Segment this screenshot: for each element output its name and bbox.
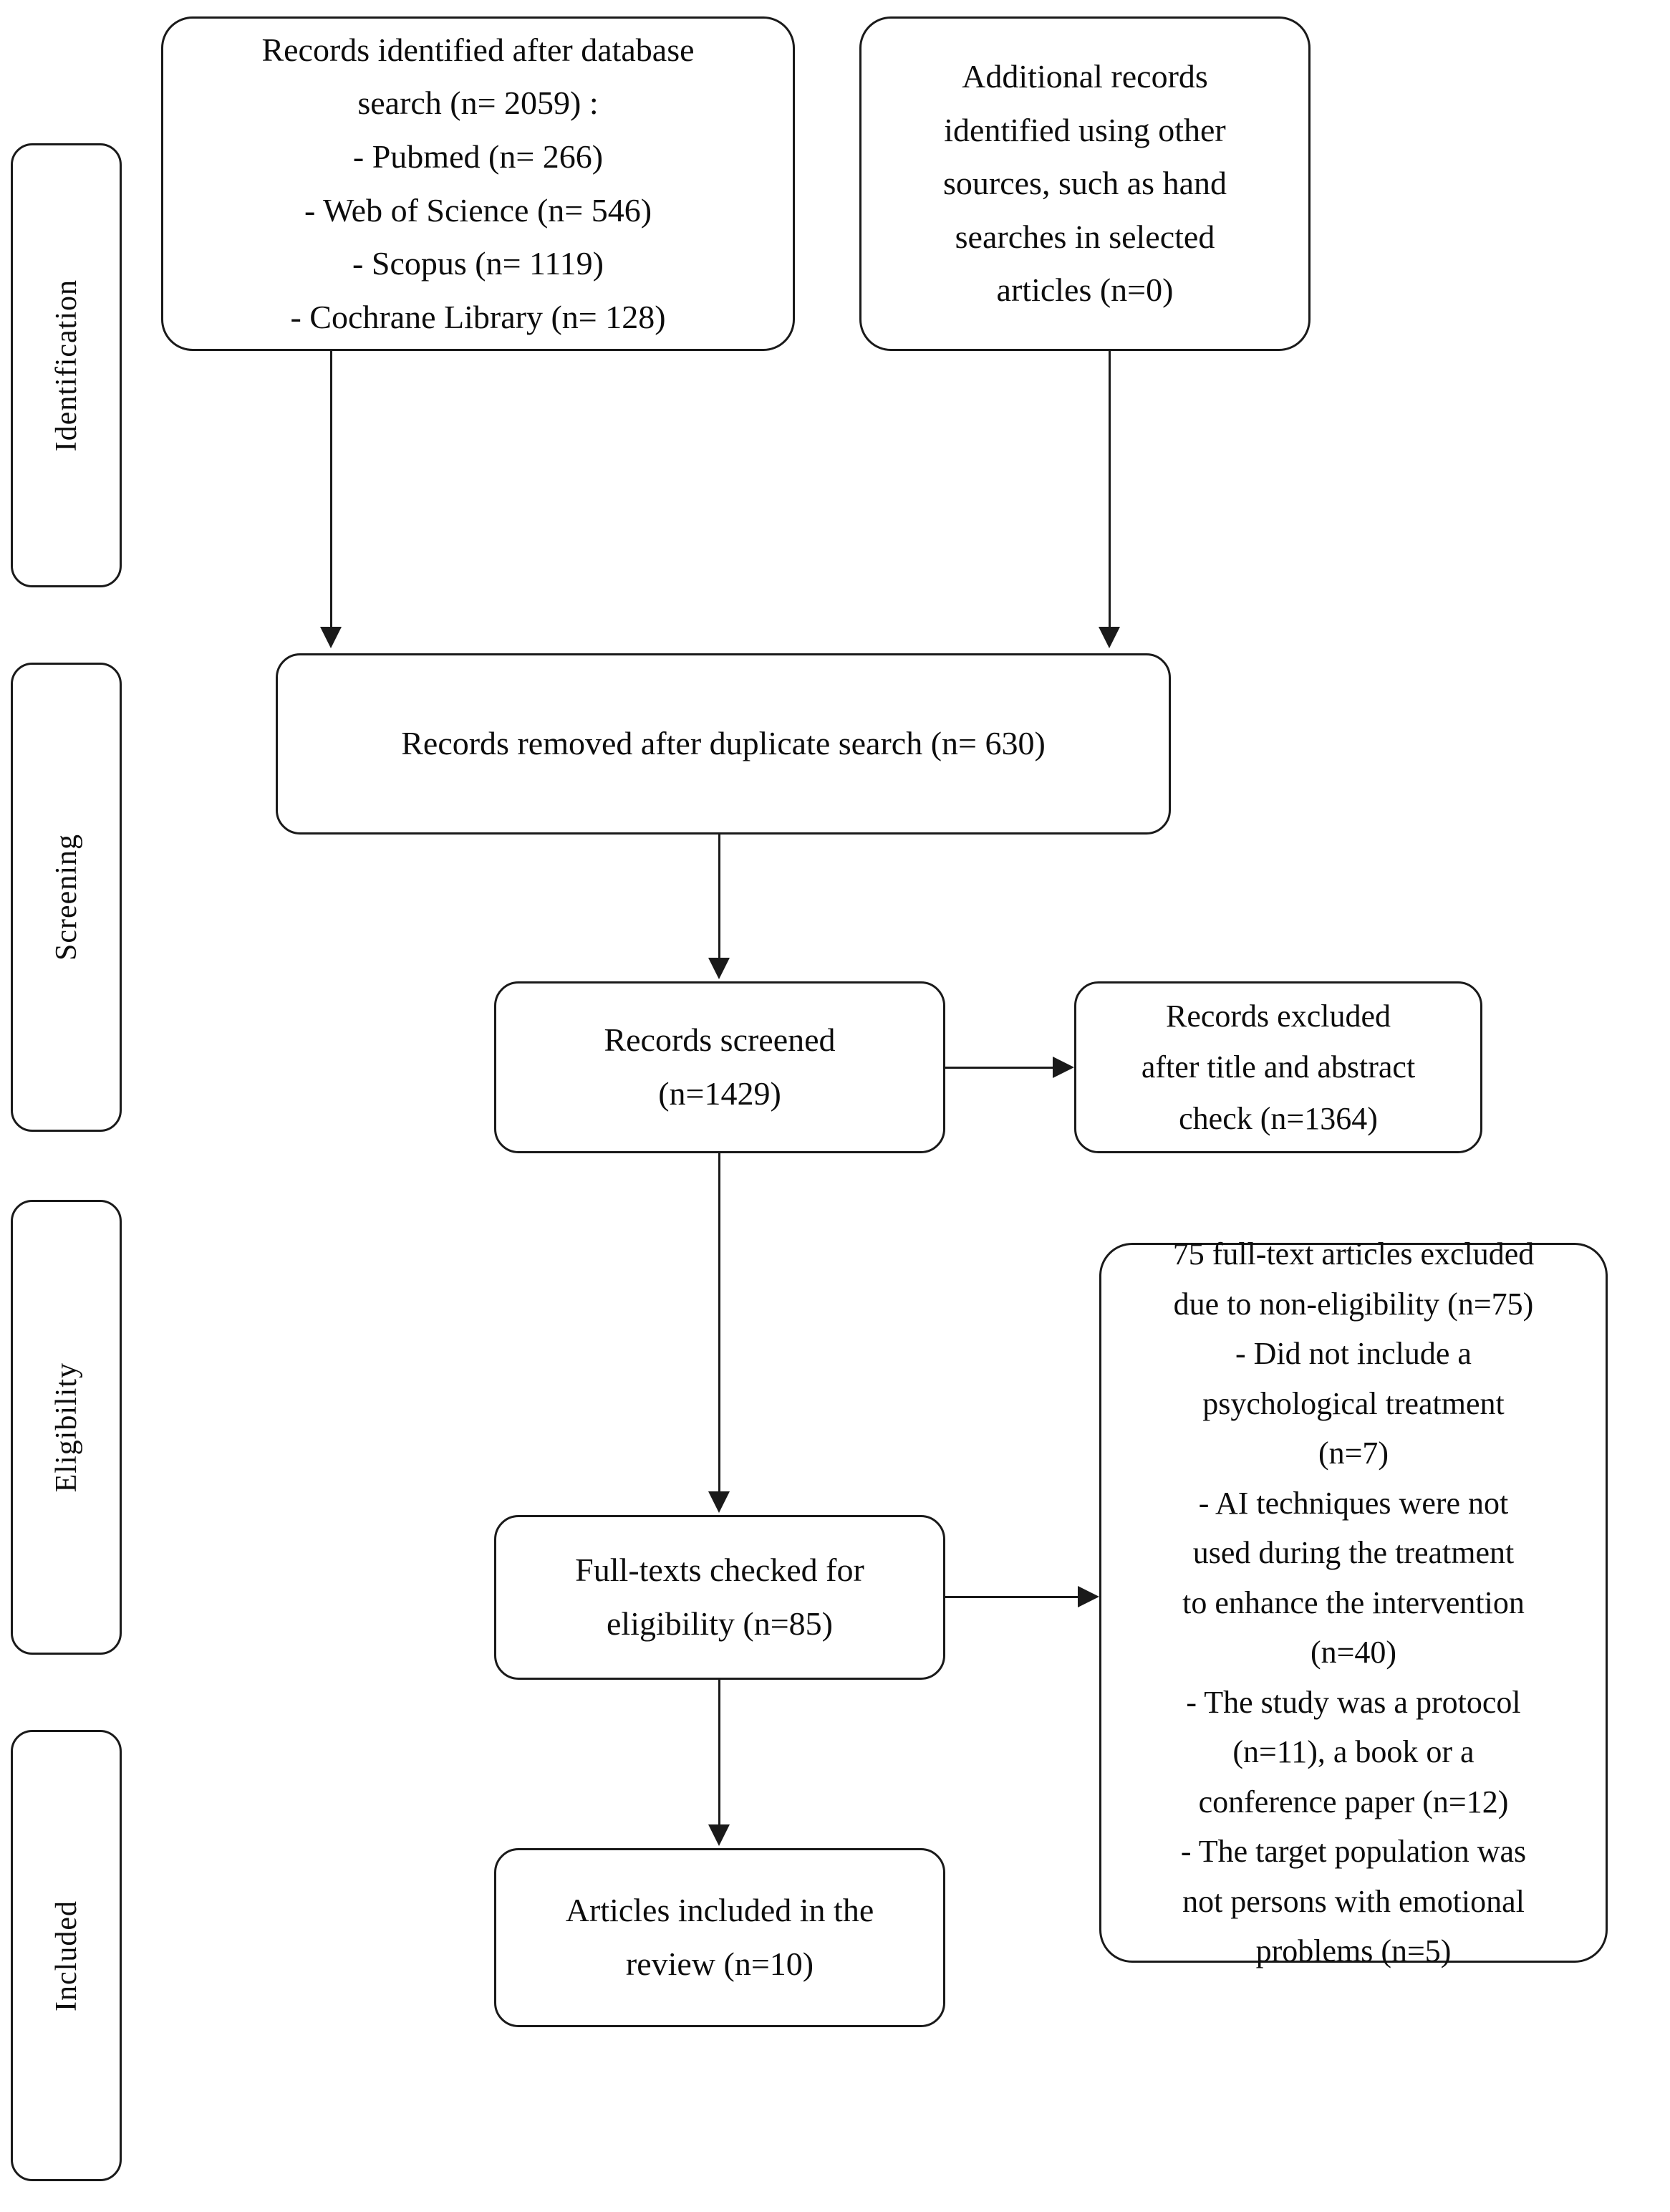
connector-screened-to-fulltext [718,1153,720,1491]
stage-label-included: Included [49,1900,83,2011]
node-records-excluded-title-abstract-text: Records excluded after title and abstrac… [1141,999,1416,1136]
node-articles-included: Articles included in the review (n=10) [494,1848,945,2027]
arrowhead-additional-to-duplicates [1099,627,1120,648]
node-records-screened: Records screened (n=1429) [494,981,945,1153]
node-records-removed-duplicates: Records removed after duplicate search (… [276,653,1171,835]
node-fulltext-articles-excluded: 75 full-text articles excluded due to no… [1099,1236,1608,1968]
arrowhead-fulltext-to-exclusions [1078,1586,1099,1607]
stage-label-eligibility: Eligibility [49,1362,83,1493]
connector-additional-to-duplicates [1109,351,1111,627]
connector-screened-to-excluded [945,1067,1053,1069]
stage-box-eligibility: Eligibility [11,1200,122,1655]
node-records-excluded-title-abstract: Records excluded after title and abstrac… [1074,981,1482,1153]
node-articles-included-text: Articles included in the review (n=10) [565,1892,874,1982]
node-fulltexts-checked: Full-texts checked for eligibility (n=85… [494,1515,945,1680]
connector-duplicates-to-screened [718,835,720,958]
arrowhead-fulltext-to-included [708,1824,730,1846]
stage-box-screening: Screening [11,663,122,1132]
stage-box-included: Included [11,1730,122,2181]
node-records-removed-duplicates-text: Records removed after duplicate search (… [401,725,1046,762]
connector-fulltext-to-exclusions [945,1596,1078,1598]
connector-fulltext-to-included [718,1680,720,1824]
arrowhead-duplicates-to-screened [708,958,730,979]
node-records-identified-text: Records identified after database search… [261,31,695,335]
stage-label-screening: Screening [49,834,83,961]
node-additional-records-text: Additional records identified using othe… [942,58,1227,309]
stage-box-identification: Identification [11,143,122,587]
node-records-identified: Records identified after database search… [161,16,795,351]
arrowhead-screened-to-excluded [1053,1057,1074,1078]
node-additional-records: Additional records identified using othe… [859,16,1311,351]
arrowhead-identified-to-duplicates [320,627,342,648]
stage-label-identification: Identification [49,279,83,452]
node-fulltexts-checked-text: Full-texts checked for eligibility (n=85… [575,1552,864,1642]
node-fulltext-articles-excluded-text: 75 full-text articles excluded due to no… [1172,1236,1535,1969]
arrowhead-screened-to-fulltext [708,1491,730,1513]
connector-identified-to-duplicates [330,351,332,627]
node-records-screened-text: Records screened (n=1429) [604,1021,836,1112]
